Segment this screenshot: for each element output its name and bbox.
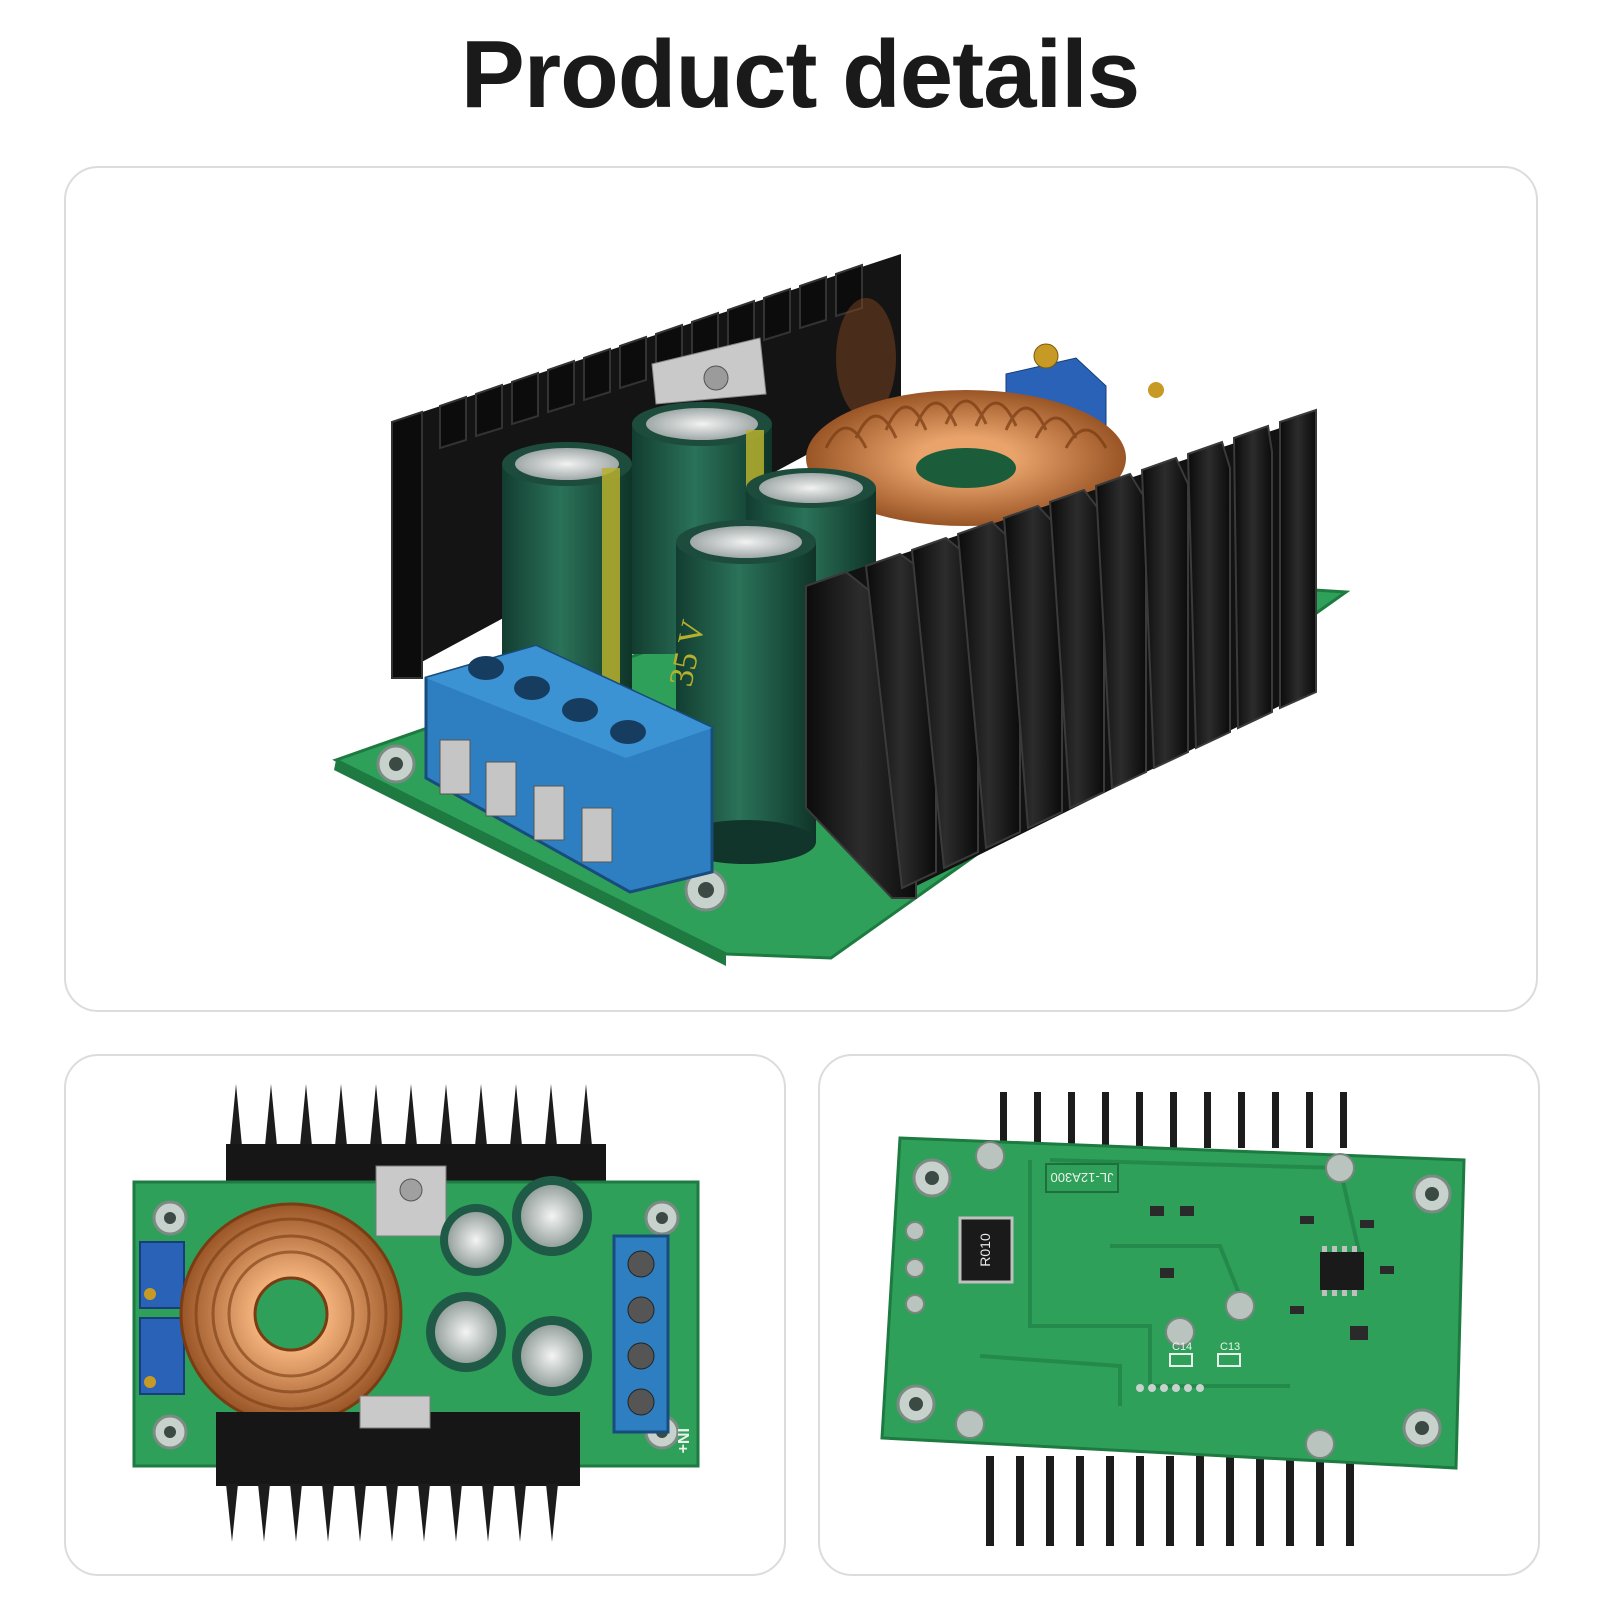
electrolytic-capacitor [512, 1176, 592, 1256]
pcb-board [880, 1136, 1466, 1470]
module-angled-view-illustration: 35 V [332, 254, 1351, 966]
mounting-hole [912, 1158, 952, 1198]
front-heatsink [805, 408, 1317, 899]
mounting-hole [376, 744, 416, 784]
screw-terminal-block [424, 644, 714, 894]
electrolytic-capacitor [512, 1316, 592, 1396]
electrolytic-capacitor [426, 1292, 506, 1372]
electrolytic-capacitor [440, 1204, 512, 1276]
top-view-photo-panel: IN+ [64, 1054, 786, 1576]
resistor-marking: R010 [977, 1233, 993, 1267]
control-ic [1320, 1246, 1364, 1296]
toroidal-inductor [179, 1202, 403, 1426]
pad-label-c13: C13 [1220, 1341, 1240, 1353]
screw-terminal-block [612, 1234, 670, 1434]
module-top-view-illustration: IN+ [132, 1084, 700, 1542]
input-marking: IN+ [674, 1428, 691, 1453]
mounting-hole [152, 1414, 188, 1450]
mounting-hole [152, 1200, 188, 1236]
main-product-photo-panel: 35 V [64, 166, 1538, 1012]
module-underside-illustration: JL-12A300 R010 C14 C13 [880, 1092, 1466, 1546]
toroidal-inductor [806, 390, 1126, 526]
trimmer-potentiometer [139, 1241, 185, 1395]
mounting-hole [644, 1200, 680, 1236]
page-title: Product details [460, 21, 1140, 128]
mounting-hole [1402, 1408, 1442, 1448]
board-code-marking: JL-12A300 [1051, 1170, 1114, 1185]
bottom-view-photo-panel: JL-12A300 R010 C14 C13 [818, 1054, 1540, 1576]
shunt-resistor: R010 [958, 1216, 1014, 1284]
rear-heatsink-fins [230, 1084, 592, 1146]
mounting-hole [896, 1384, 936, 1424]
mounting-hole [1412, 1174, 1452, 1214]
pad-label-c14: C14 [1172, 1341, 1192, 1353]
